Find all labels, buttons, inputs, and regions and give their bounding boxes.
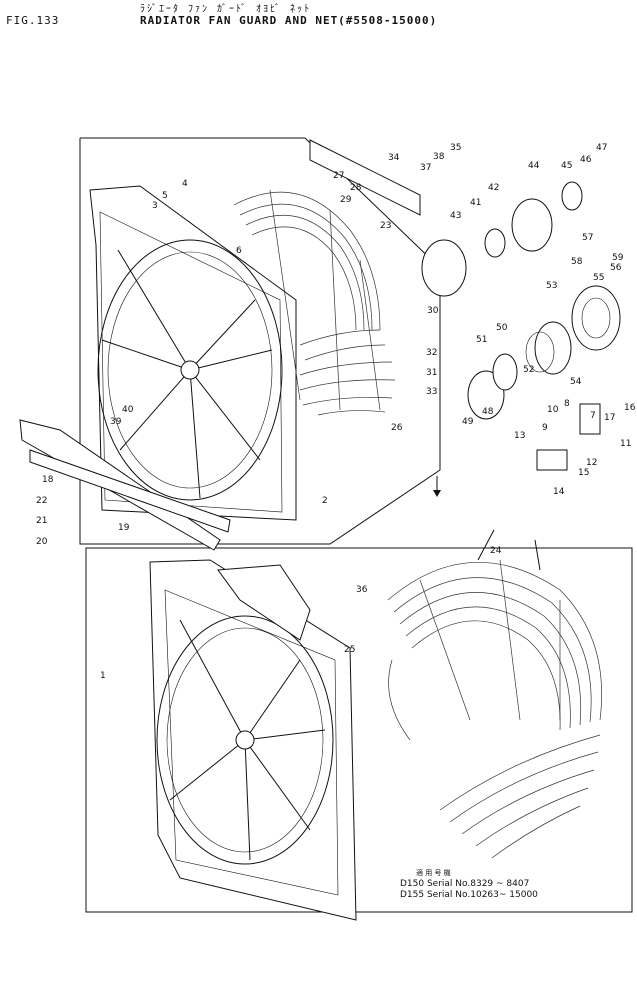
- callout-31: 31: [426, 368, 437, 378]
- callout-56: 56: [610, 263, 622, 273]
- title-japanese: ﾗｼﾞｴｰﾀ ﾌｧﾝ ｶﾞｰﾄﾞ ｵﾖﾋﾞ ﾈｯﾄ: [140, 4, 312, 15]
- callout-51: 51: [476, 335, 487, 345]
- callout-28: 28: [350, 183, 362, 193]
- notes-heading: 適 用 号 機: [416, 869, 451, 877]
- callout-26: 26: [391, 423, 403, 433]
- bolt-27-lower: [477, 529, 495, 561]
- upper-box-outline: [79, 137, 441, 545]
- upper-shroud: [89, 185, 297, 521]
- callout-46: 46: [580, 155, 592, 165]
- callout-44: 44: [528, 161, 540, 171]
- figure-number: FIG.133: [6, 14, 60, 27]
- callout-13: 13: [514, 431, 525, 441]
- callout-1: 1: [100, 671, 106, 681]
- callout-58: 58: [571, 257, 583, 267]
- bracket-34-upper: [309, 139, 421, 216]
- callout-14: 14: [553, 487, 565, 497]
- lower-fan-guard: [387, 559, 603, 859]
- callout-37: 37: [420, 163, 431, 173]
- callout-36: 36: [356, 585, 368, 595]
- callout-39: 39: [110, 417, 122, 427]
- callout-53: 53: [546, 281, 557, 291]
- callout-18: 18: [42, 475, 54, 485]
- callout-6: 6: [236, 246, 242, 256]
- callout-32: 32: [426, 348, 437, 358]
- callout-40: 40: [122, 405, 134, 415]
- callout-10: 10: [547, 405, 559, 415]
- callout-labels: 1 2 3 4 5 6 7 8 9 10 11 12 13 14 15 16 1…: [36, 143, 636, 681]
- callout-38: 38: [433, 152, 445, 162]
- bolt-30-lower: [534, 539, 541, 571]
- callout-50: 50: [496, 323, 508, 333]
- callout-59: 59: [612, 253, 624, 263]
- callout-3: 3: [152, 201, 158, 211]
- callout-41: 41: [470, 198, 481, 208]
- callout-30: 30: [427, 306, 439, 316]
- callout-7: 7: [590, 411, 596, 421]
- callout-27: 27: [333, 171, 344, 181]
- callout-15: 15: [578, 468, 589, 478]
- notes-line-d150: D150 Serial No.8329 ~ 8407: [400, 879, 530, 889]
- callout-8: 8: [564, 399, 570, 409]
- callout-5: 5: [162, 191, 168, 201]
- callout-16: 16: [624, 403, 636, 413]
- callout-22: 22: [36, 496, 47, 506]
- callout-35: 35: [450, 143, 461, 153]
- callout-11: 11: [620, 439, 631, 449]
- callout-24: 24: [490, 546, 502, 556]
- callout-45: 45: [561, 161, 572, 171]
- callout-20: 20: [36, 537, 48, 547]
- callout-25: 25: [344, 645, 355, 655]
- page-title: RADIATOR FAN GUARD AND NET(#5508-15000): [140, 14, 438, 27]
- pulley-assembly: [421, 181, 621, 471]
- callout-48: 48: [482, 407, 494, 417]
- callout-33: 33: [426, 387, 437, 397]
- callout-19: 19: [118, 523, 130, 533]
- callout-4: 4: [182, 179, 188, 189]
- callout-17: 17: [604, 413, 615, 423]
- bracket-34-lower: [217, 564, 311, 641]
- serial-notes: 適 用 号 機 D150 Serial No.8329 ~ 8407 D155 …: [400, 868, 538, 901]
- callout-29: 29: [340, 195, 352, 205]
- callout-57: 57: [582, 233, 593, 243]
- lower-shroud: [149, 559, 357, 921]
- callout-23: 23: [380, 221, 391, 231]
- callout-21: 21: [36, 516, 47, 526]
- callout-43: 43: [450, 211, 461, 221]
- callout-2: 2: [322, 496, 328, 506]
- callout-47: 47: [596, 143, 607, 153]
- callout-49: 49: [462, 417, 474, 427]
- callout-55: 55: [593, 273, 604, 283]
- lower-box-outline: [85, 547, 633, 913]
- callout-54: 54: [570, 377, 582, 387]
- callout-12: 12: [586, 458, 597, 468]
- notes-line-d155: D155 Serial No.10263~ 15000: [400, 890, 538, 900]
- callout-42: 42: [488, 183, 499, 193]
- upper-fan-guard: [233, 189, 396, 416]
- callout-52: 52: [523, 365, 534, 375]
- callout-9: 9: [542, 423, 548, 433]
- callout-34: 34: [388, 153, 400, 163]
- strip-19: [29, 449, 231, 533]
